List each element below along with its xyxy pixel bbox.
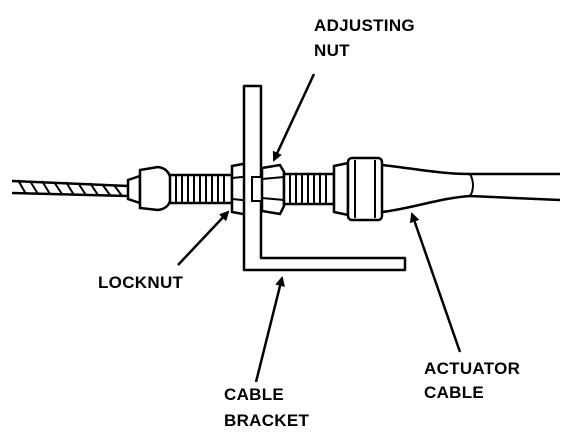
label-actuator-cable: ACTUATOR CABLE — [424, 359, 520, 402]
adjusting-nut-label-line1: ADJUSTING — [314, 16, 415, 35]
actuator-cable-housing — [332, 156, 561, 222]
cable-bracket-label-line2: BRACKET — [224, 411, 310, 430]
label-adjusting-nut: ADJUSTING NUT — [314, 16, 415, 60]
actuator-cable-label-line2: CABLE — [424, 383, 484, 402]
leader-arrows — [177, 73, 462, 383]
actuator-cable-label-line1: ACTUATOR — [424, 359, 520, 378]
adjusting-nut-label-line2: NUT — [314, 41, 350, 60]
threaded-rod-right — [282, 172, 336, 206]
locknut-label: LOCKNUT — [98, 273, 184, 292]
label-cable-bracket: CABLE BRACKET — [224, 385, 310, 430]
locknut-arrow — [177, 210, 230, 266]
cable-bracket-part — [242, 84, 407, 272]
threaded-rod-left — [168, 173, 234, 205]
inner-cable — [11, 179, 129, 198]
adjusting-nut-part — [260, 163, 286, 216]
adjusting-nut-arrow — [272, 73, 316, 162]
cable-bracket-arrow — [254, 276, 285, 383]
actuator-cable-arrow — [409, 212, 462, 353]
cable-end-ferrule — [126, 165, 174, 212]
cable-bracket-label-line1: CABLE — [224, 385, 284, 404]
